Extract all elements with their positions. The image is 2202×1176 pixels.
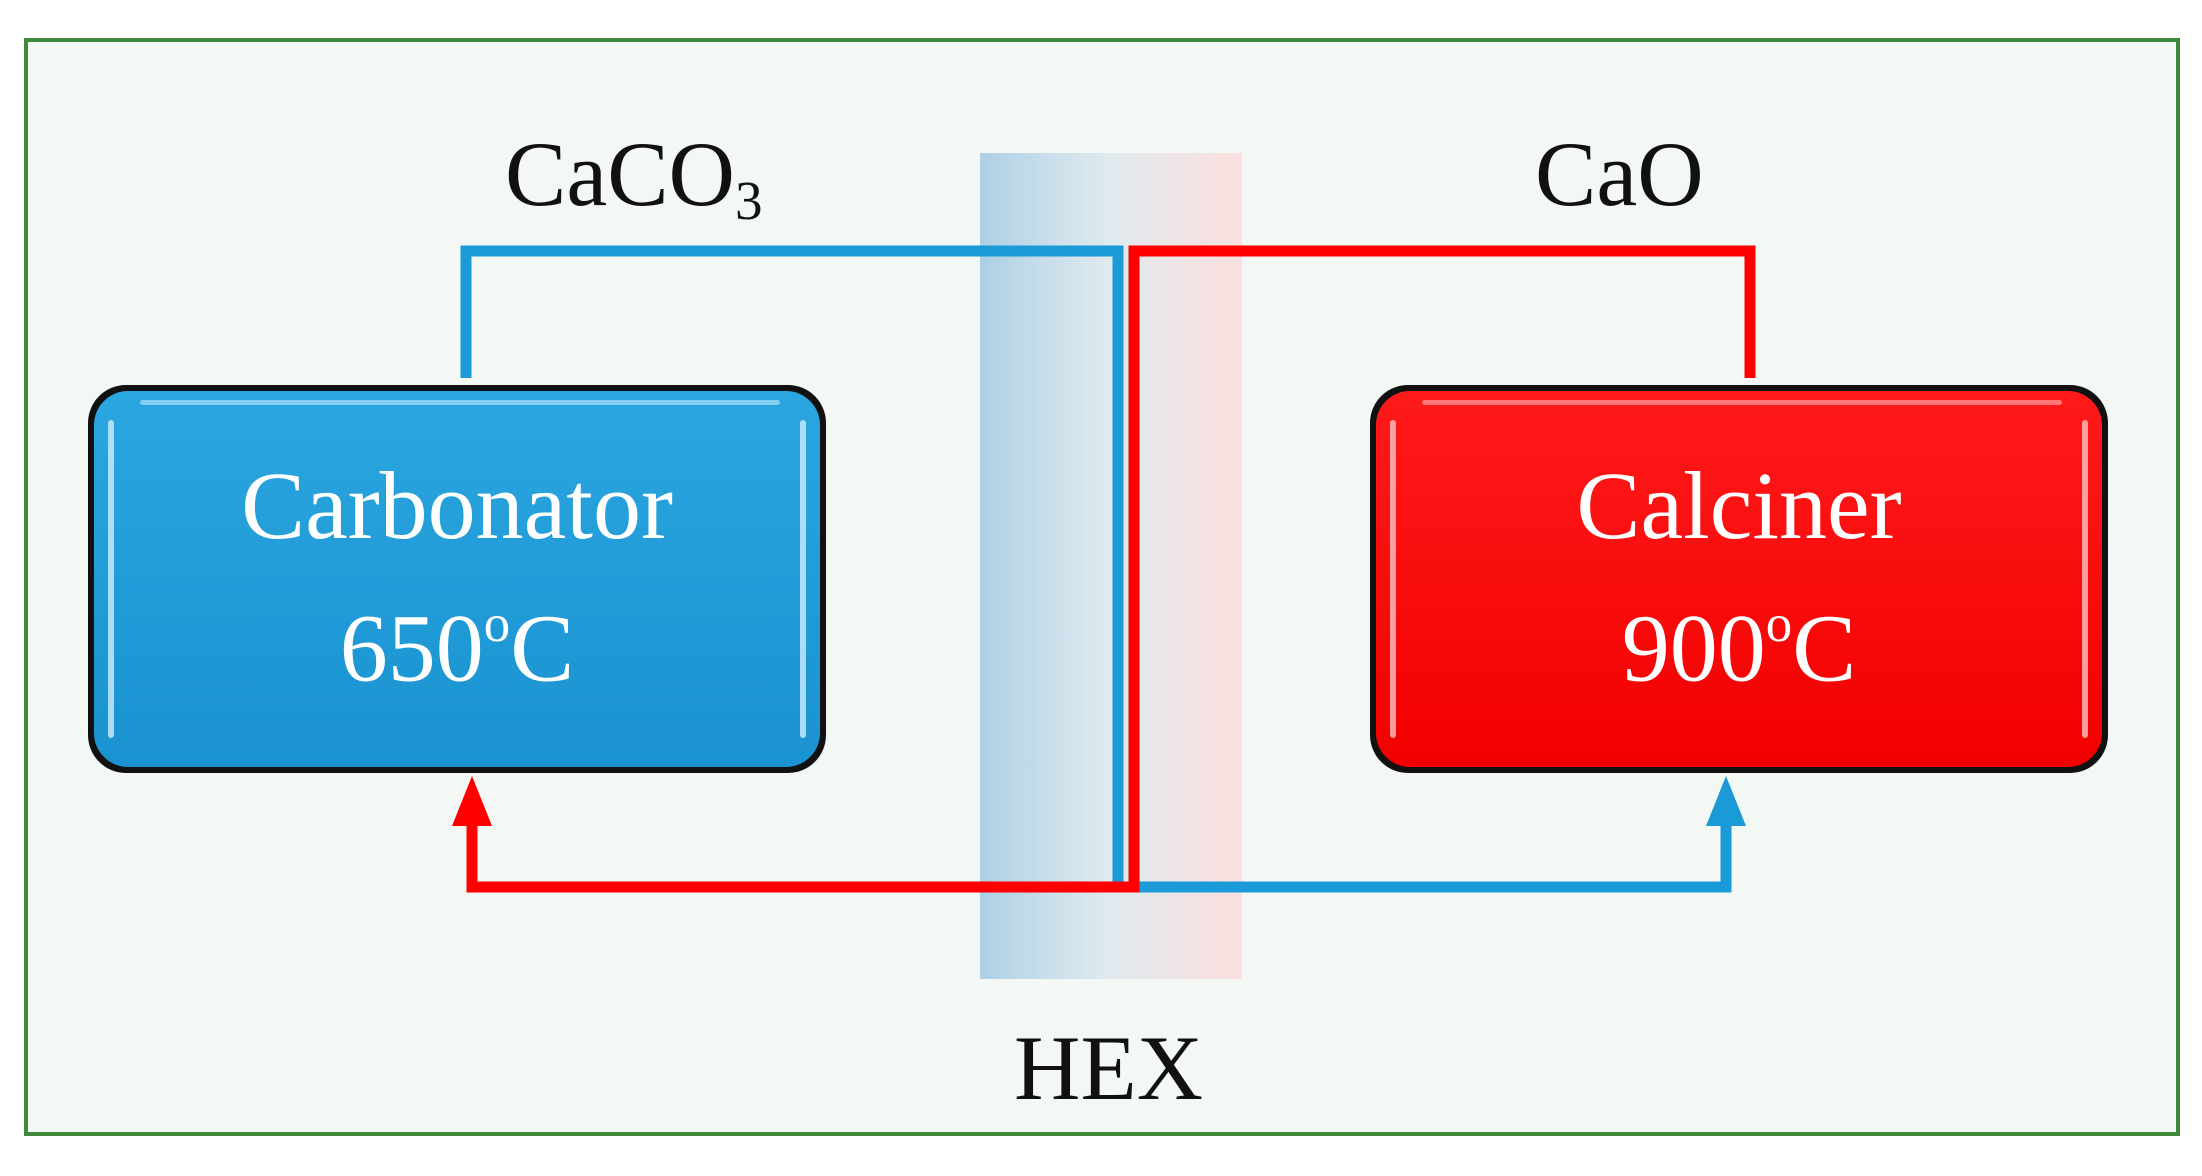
carbonator-temp-unit: C [510, 594, 575, 702]
caco3-subscript: 3 [735, 169, 763, 231]
calciner-temp-unit: C [1792, 594, 1857, 702]
carbonator-temperature: 650oC [94, 598, 820, 697]
cao-label: CaO [1535, 123, 1704, 225]
cao-stream-line [466, 245, 1756, 893]
carbonator-degree-sup: o [483, 595, 511, 653]
caco3-label: CaCO3 [505, 128, 763, 228]
caco3-species: CaCO [505, 123, 735, 225]
heat-exchanger-band [980, 153, 1242, 979]
calciner-temp-value: 900 [1621, 594, 1766, 702]
hex-label: HEX [1014, 1017, 1204, 1119]
carbonator-box [88, 385, 826, 773]
carbonator-name: Carbonator [241, 452, 673, 559]
calciner-box [1370, 385, 2108, 773]
calciner-name: Calciner [1576, 452, 1902, 559]
calciner-temperature: 900oC [1376, 598, 2102, 697]
carbonator-temp-value: 650 [339, 594, 484, 702]
carbonator-inlet-arrow [452, 776, 492, 826]
calciner-degree-sup: o [1765, 595, 1793, 653]
calciner-inlet-arrow [1706, 776, 1746, 826]
caco3-stream-line [460, 245, 1732, 893]
